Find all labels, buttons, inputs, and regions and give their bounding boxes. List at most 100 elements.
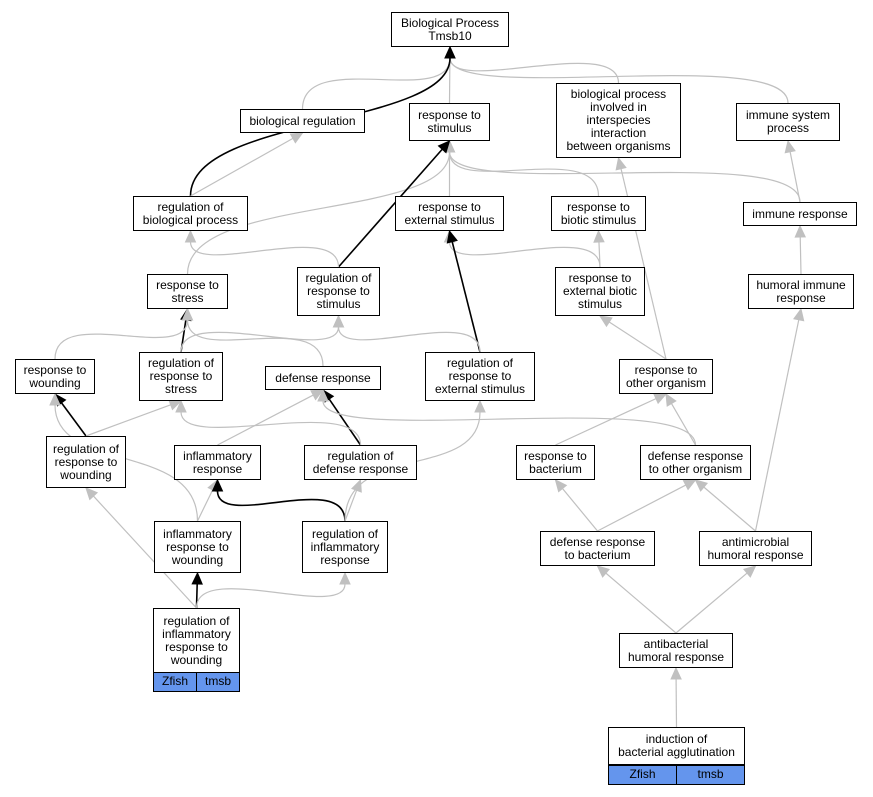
node-label-line: bacterium xyxy=(529,461,582,476)
edge-line xyxy=(789,151,801,203)
edge-arrowhead xyxy=(446,229,458,244)
node-label-line: regulation of xyxy=(157,199,224,214)
edge-line xyxy=(180,326,340,353)
edge-line xyxy=(180,411,362,446)
node-label-line: response to xyxy=(307,284,370,298)
edge-line xyxy=(451,241,481,353)
node-label-line: Tmsb10 xyxy=(428,28,472,43)
species-tag[interactable]: Zfish xyxy=(608,765,677,785)
node-label-line: defense response xyxy=(549,534,646,549)
edge-antimicrobial-to-def-other-org xyxy=(694,479,756,532)
gene-tag[interactable]: tmsb xyxy=(677,765,745,785)
node-label-line: interspecies xyxy=(586,113,651,127)
node-label-line: inflammatory xyxy=(310,539,380,554)
edge-line xyxy=(54,404,199,522)
edge-line xyxy=(186,319,324,367)
node-label-line: response to xyxy=(156,277,219,292)
edge-reg-inflam-to-reg-defense xyxy=(344,478,362,522)
node-label-line: biological process xyxy=(142,212,239,227)
edge-line xyxy=(60,402,87,437)
edge-line xyxy=(195,583,346,609)
edge-defense-to-resp-stress xyxy=(181,307,324,367)
node-label-line: involved in xyxy=(590,100,647,114)
node-label-line: stimulus xyxy=(316,297,361,311)
node-label-line: defense response xyxy=(312,461,409,476)
node-label-line: defense response xyxy=(647,448,744,463)
node-defense[interactable]: defense response xyxy=(265,366,381,390)
edge-arrowhead xyxy=(784,139,796,154)
node-label-line: between organisms xyxy=(566,139,671,153)
node-label-line: regulation of xyxy=(446,356,514,370)
edge-arrowhead xyxy=(742,565,757,578)
node-label-line: regulation of xyxy=(147,356,215,370)
edge-antibacterial-to-antimicrobial xyxy=(675,565,757,634)
node-label-line: wounding xyxy=(60,467,112,482)
edge-def-bact-to-def-other-org xyxy=(597,479,697,532)
node-label-line: immune system xyxy=(745,108,831,122)
edge-reg-bio-to-bio-reg xyxy=(190,132,304,197)
node-label-line: stimulus xyxy=(577,297,622,311)
edge-line xyxy=(322,400,697,446)
node-label-line: antibacterial xyxy=(643,636,709,651)
species-tag[interactable]: Zfish xyxy=(153,672,197,692)
edge-line xyxy=(196,489,214,522)
gene-tag[interactable]: tmsb xyxy=(197,672,240,692)
edge-reg-defense-to-reg-resp-stress xyxy=(175,399,362,446)
node-label-line: humoral response xyxy=(707,547,804,562)
node-label-line: response to xyxy=(418,199,481,214)
node-label-line: response to xyxy=(54,454,118,469)
edge-line xyxy=(93,495,197,609)
edge-line xyxy=(608,321,667,360)
edge-arrowhead xyxy=(191,571,203,585)
node-label-line: inflammatory xyxy=(162,626,231,641)
edge-resp-other-org-to-resp-ext-biotic xyxy=(598,315,667,360)
edge-arrowhead xyxy=(317,388,329,402)
node-label-line: interaction xyxy=(590,126,647,140)
node-label-line: biological process xyxy=(570,87,667,101)
edge-arrowhead xyxy=(310,389,325,401)
edge-reg-resp-ext-to-resp-ext xyxy=(446,229,481,353)
edge-arrowhead xyxy=(332,314,345,328)
edge-arrowhead xyxy=(593,229,605,243)
edge-reg-inflam-wound-to-reg-inflam xyxy=(195,571,351,609)
node-immune-resp[interactable]: immune response xyxy=(743,202,857,226)
edge-line xyxy=(448,151,600,197)
node-label-line: wounding xyxy=(29,375,81,390)
edge-arrowhead xyxy=(474,399,486,413)
node-bio-reg[interactable]: biological regulation xyxy=(240,109,365,133)
node-label-line: biological regulation xyxy=(249,113,356,128)
edge-arrowhead xyxy=(351,478,362,493)
edge-arrowhead xyxy=(444,45,456,59)
node-label-line: regulation of xyxy=(327,448,394,463)
edge-reg-inflam-wound-to-reg-resp-wound xyxy=(85,487,197,609)
node-label-line: regulation of xyxy=(305,271,372,285)
node-label-line: response to xyxy=(149,369,213,383)
